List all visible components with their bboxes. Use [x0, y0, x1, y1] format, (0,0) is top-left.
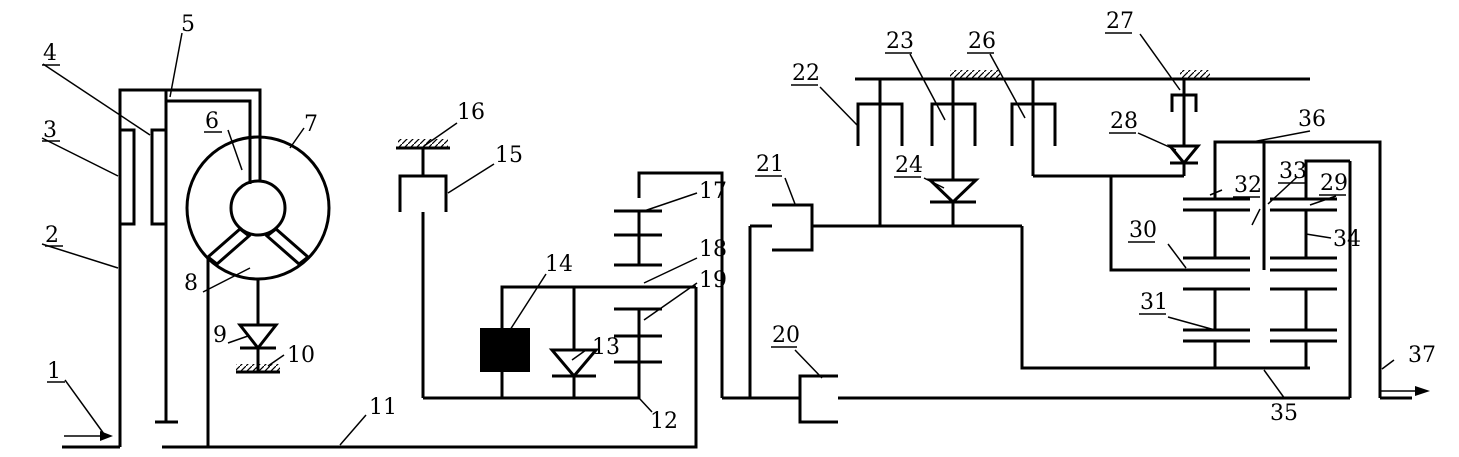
label-9: 9: [213, 323, 227, 348]
label-8: 8: [184, 271, 198, 296]
label-7: 7: [304, 112, 318, 137]
label-19: 19: [699, 268, 727, 293]
inner-pipe: [166, 99, 252, 184]
label-2: 2: [45, 223, 59, 248]
label-17: 17: [699, 179, 727, 204]
input-arrow-head: [100, 431, 113, 441]
label-32: 32: [1234, 173, 1262, 198]
label-22: 22: [792, 61, 820, 86]
label-34: 34: [1333, 227, 1361, 252]
label-6: 6: [205, 109, 219, 134]
label-3: 3: [43, 118, 57, 143]
label-31: 31: [1140, 290, 1168, 315]
label-16: 16: [457, 100, 485, 125]
spoke-left: [205, 227, 252, 266]
label-30: 30: [1129, 218, 1157, 243]
frame-29-top: [1304, 159, 1350, 199]
plate-3: [118, 128, 136, 226]
label-11: 11: [369, 395, 397, 420]
leader-lines: [41, 32, 1395, 446]
ground-10-hatch: [236, 364, 280, 371]
label-10: 10: [287, 343, 315, 368]
label-27: 27: [1106, 9, 1134, 34]
supply-line-11: [162, 287, 698, 449]
accumulator-14: [480, 328, 530, 372]
label-21: 21: [756, 152, 784, 177]
label-29: 29: [1320, 171, 1348, 196]
housing-frame: [118, 88, 262, 447]
plate-frame: [637, 171, 724, 398]
label-15: 15: [495, 143, 523, 168]
ground-16-hatch: [398, 139, 448, 147]
label-18: 18: [699, 237, 727, 262]
label-5: 5: [181, 12, 195, 37]
valve-20: [798, 374, 838, 424]
valve-15: [398, 174, 448, 212]
bus-30: [1109, 176, 1250, 272]
label-4: 4: [43, 41, 57, 66]
label-37: 37: [1408, 343, 1436, 368]
label-35: 35: [1270, 401, 1298, 426]
check-valve-13: [548, 348, 600, 379]
valve-21: [772, 203, 814, 252]
label-13: 13: [592, 335, 620, 360]
label-26: 26: [968, 29, 996, 54]
top-ground-hatch-a: [950, 70, 1000, 78]
pump-hub: [229, 179, 287, 237]
spoke-right: [264, 227, 311, 266]
label-28: 28: [1110, 109, 1138, 134]
label-14: 14: [545, 252, 573, 277]
check-valve-9: [236, 323, 280, 351]
line-12: [423, 362, 641, 400]
label-23: 23: [886, 29, 914, 54]
check-valve-28: [1166, 144, 1202, 166]
label-33: 33: [1279, 159, 1307, 184]
label-24: 24: [895, 153, 923, 178]
input-section: [62, 88, 698, 449]
plate-4: [150, 128, 166, 226]
label-20: 20: [772, 323, 800, 348]
callout-labels: 1 2 3 4 5 6 7 8 9 10 11 12 13 14 15 16 1…: [42, 9, 1436, 434]
label-12: 12: [650, 409, 678, 434]
frame-36: [1213, 140, 1382, 398]
right-section: [748, 70, 1430, 424]
label-36: 36: [1298, 107, 1326, 132]
top-ground-hatch-b: [1180, 70, 1210, 78]
label-1: 1: [47, 359, 61, 384]
check-valve-24: [926, 178, 980, 205]
output-arrow-head: [1415, 386, 1430, 396]
